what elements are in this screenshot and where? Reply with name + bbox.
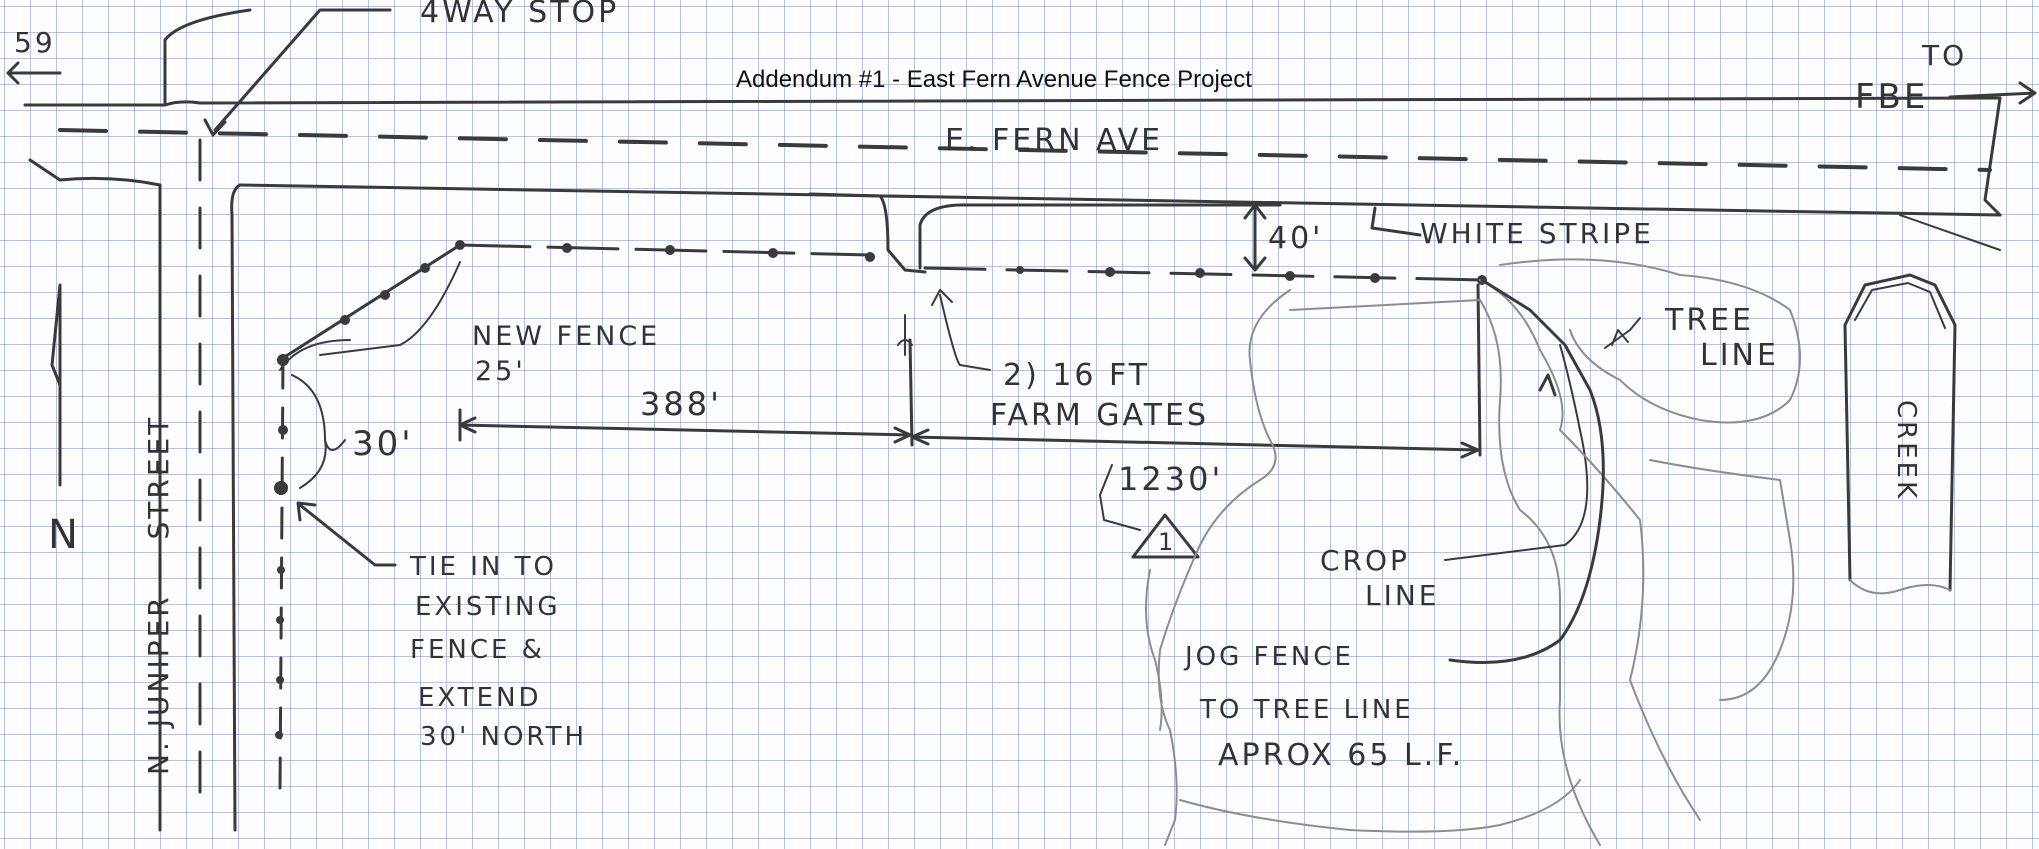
offset-40-label: 40' [1268,221,1323,256]
dim-1230-line [910,283,1482,457]
east-arrow-icon [1948,81,2037,105]
new-fence-length: 25' [475,356,526,387]
to-label: TO [1921,39,1967,72]
offset-dimension [1243,203,1267,272]
tree-line-3 [1649,459,1795,701]
west-arrow-icon [6,61,62,85]
gates-leader [939,294,991,371]
crop-line-boundary-2 [1289,299,1601,846]
tree-line-label-2: LINE [1700,338,1779,373]
tree-line-leader [1604,317,1641,349]
revision-number: 1 [1158,528,1176,556]
dim-388-arrows [458,416,912,444]
tie-in-label-3: FENCE & [410,635,545,665]
street-label: N. JUNIPER — STREET [142,415,175,775]
gates-count-label: 2) 16 FT [1003,358,1150,393]
dim-388-label: 388' [640,385,722,423]
crop-line-label-2: LINE [1365,579,1440,612]
stop-leader [213,8,392,132]
fence-posts [274,240,1487,739]
new-fence-leader [319,261,461,356]
road-edges [23,8,2002,832]
dim-1230-leader [1099,464,1141,531]
jog-fence-marker [1538,373,1557,397]
creek-label: CREEK [1891,400,1921,501]
tie-in-label-2: EXISTING [415,592,561,622]
jog-fence-label-1: JOG FENCE [1183,642,1354,672]
creek-bottom [1849,579,1951,595]
new-fence-leader-2 [279,339,351,371]
tree-line-1 [1479,279,1701,821]
north-arrow-icon [50,283,62,487]
jog-fence-line [1448,278,1605,664]
tie-in-label-1: TIE IN TO [409,552,557,582]
page-title: Addendum #1 - East Fern Avenue Fence Pro… [736,66,1252,93]
stop-leader-arrowhead [203,118,227,137]
creek-structure-inner [1854,282,1946,329]
route-number: 59 [14,26,56,59]
fern-ave-label: E. FERN AVE [945,123,1163,158]
jog-fence-label-2: TO TREE LINE [1199,695,1414,725]
four-way-stop-label: 4WAY STOP [420,0,619,30]
new-fence-label: NEW FENCE [472,321,660,352]
tree-line-arrowhead [1611,329,1629,346]
dim-30-bracket [291,374,346,489]
white-stripe-label: WHITE STRIPE [1420,217,1654,250]
gates-arrowhead [931,289,953,306]
dim-1230-arrows [910,428,1480,459]
crop-line-boundary [1157,289,1291,846]
creek-structure [1843,273,1957,592]
tie-in-label-5: 30' NORTH [420,722,587,752]
tie-in-leader [298,503,397,567]
jog-fence-label-3: APROX 65 L.F. [1218,738,1464,773]
dim-30-label: 30' [352,424,414,464]
white-stripe-leader [1370,206,1422,237]
fern-ave-centerline [58,128,1992,172]
revision-triangle [1131,513,1200,559]
north-label: N [48,512,81,558]
crop-line-leader [1444,344,1589,561]
fbe-label: FBE [1855,77,1928,117]
tree-line-2 [1499,258,1801,424]
jog-note-outline [1145,569,1581,833]
tie-in-label-4: EXTEND [418,683,542,713]
gate-marker [897,314,913,356]
crop-line-label-1: CROP [1320,544,1410,577]
dim-1230-label: 1230' [1118,460,1223,498]
tie-in-arrowhead [296,501,317,522]
farm-gates-label: FARM GATES [990,398,1209,433]
tree-line-label-1: TREE [1664,303,1754,338]
